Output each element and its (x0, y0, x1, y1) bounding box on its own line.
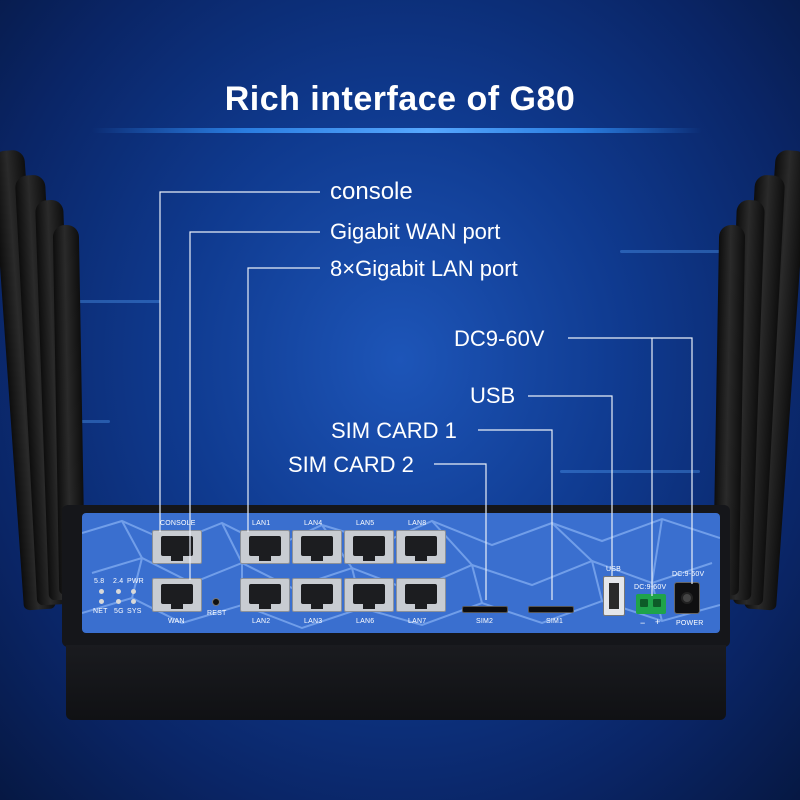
sim2-slot[interactable] (462, 606, 508, 613)
sim2-leader (434, 463, 487, 600)
callout-wan: Gigabit WAN port (330, 219, 501, 244)
console-port[interactable] (152, 530, 202, 564)
wan-leader (189, 231, 320, 580)
lan7-label: LAN7 (408, 618, 427, 625)
lan2-port[interactable] (240, 578, 290, 612)
wan-port[interactable] (152, 578, 202, 612)
light-streak (620, 250, 720, 253)
light-streak (560, 470, 700, 473)
usb-label: USB (606, 566, 621, 573)
led-indicator (99, 589, 104, 594)
led-label-sys: SYS (127, 608, 142, 615)
lan4-label: LAN4 (304, 520, 323, 527)
power-leader-jack (568, 337, 693, 584)
led-label-pwr: PWR (127, 578, 144, 585)
led-label-5g: 5G (114, 608, 124, 615)
router-underside (66, 645, 726, 720)
lan5-label: LAN5 (356, 520, 375, 527)
terminal-minus-label: − (640, 618, 646, 628)
lan4-port[interactable] (292, 530, 342, 564)
led-label-58: 5.8 (94, 578, 105, 585)
lan3-label: LAN3 (304, 618, 323, 625)
reset-button[interactable] (212, 598, 220, 606)
title-underline (92, 128, 702, 133)
lan1-label: LAN1 (252, 520, 271, 527)
reset-label: REST (207, 610, 227, 617)
usb-port[interactable] (603, 576, 625, 616)
callout-lan: 8×Gigabit LAN port (330, 256, 518, 281)
dc-terminal-block[interactable] (636, 594, 666, 614)
lan8-port[interactable] (396, 530, 446, 564)
page-title: Rich interface of G80 (224, 80, 576, 118)
sim1-slot[interactable] (528, 606, 574, 613)
console-label: CONSOLE (160, 520, 196, 527)
lan6-label: LAN6 (356, 618, 375, 625)
lan-leader (247, 267, 320, 532)
led-label-24: 2.4 (113, 578, 124, 585)
led-indicator (116, 589, 121, 594)
wan-label: WAN (168, 618, 185, 625)
led-indicator (131, 599, 136, 604)
lan3-port[interactable] (292, 578, 342, 612)
callout-console: console (330, 178, 413, 205)
sim1-label: SIM1 (546, 618, 564, 625)
power-jack[interactable] (674, 582, 700, 614)
callout-usb: USB (470, 383, 516, 408)
lan5-port[interactable] (344, 530, 394, 564)
console-leader (159, 191, 320, 532)
led-indicator (131, 589, 136, 594)
dc-terminal-label: DC:9-60V (634, 584, 667, 591)
led-label-net: NET (93, 608, 108, 615)
lan7-port[interactable] (396, 578, 446, 612)
led-indicator (116, 599, 121, 604)
dc-jack-label: DC:9-60V (672, 571, 705, 578)
power-label: POWER (676, 620, 704, 627)
callout-power: DC9-60V (454, 326, 545, 351)
sim2-label: SIM2 (476, 618, 494, 625)
lan1-port[interactable] (240, 530, 290, 564)
callout-sim1: SIM CARD 1 (331, 418, 457, 443)
lan2-label: LAN2 (252, 618, 271, 625)
lan6-port[interactable] (344, 578, 394, 612)
terminal-plus-label: + (655, 617, 661, 627)
callout-sim2: SIM CARD 2 (288, 452, 414, 477)
lan8-label: LAN8 (408, 520, 427, 527)
usb-leader (528, 395, 613, 576)
sim1-leader (478, 429, 553, 600)
led-indicator (99, 599, 104, 604)
light-streak (40, 300, 160, 303)
